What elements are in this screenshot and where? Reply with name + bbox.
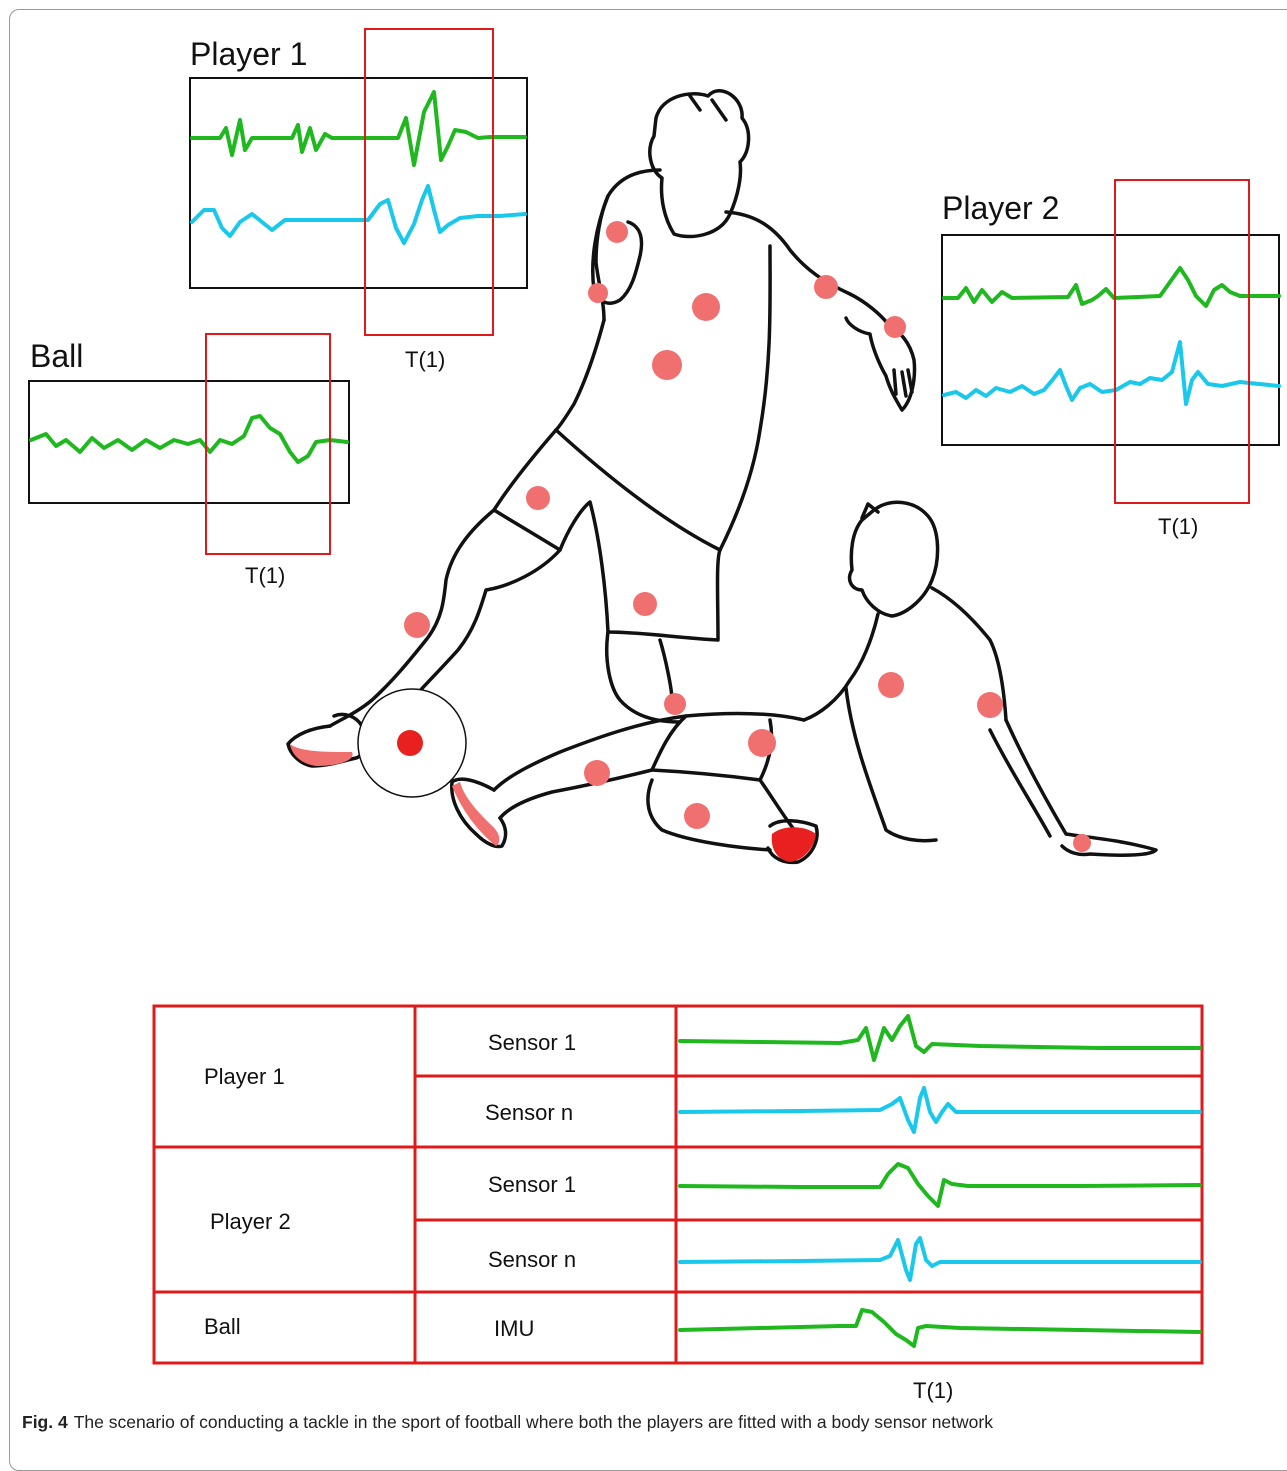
table-player1-sensor1-signal [680, 1016, 1200, 1060]
sensor-dot [652, 350, 682, 380]
player2-cyan-signal [944, 342, 1279, 404]
sensor-dot [633, 592, 657, 616]
table-sensor-label: Sensor 1 [488, 1172, 576, 1198]
sensor-dot [584, 760, 610, 786]
caption-text: The scenario of conducting a tackle in t… [74, 1412, 993, 1432]
sensor-dot [977, 692, 1003, 718]
sensor-dot [692, 293, 720, 321]
player1-signal-panel [190, 29, 527, 335]
sensor-dot [664, 693, 686, 715]
table-player1-sensorn-signal [680, 1088, 1200, 1132]
ball-green-signal [31, 416, 347, 462]
sensor-dot [684, 803, 710, 829]
sensor-dot [1073, 834, 1091, 852]
player1-cyan-signal [192, 186, 525, 243]
table-sensor-label: Sensor 1 [488, 1030, 576, 1056]
sensor-dot [814, 275, 838, 299]
sensor-dot [526, 486, 550, 510]
table-time-label: T(1) [913, 1378, 953, 1404]
sensor-dot [748, 729, 776, 757]
sensor-dot [404, 612, 430, 638]
table-player2-sensor1-signal [680, 1164, 1200, 1206]
sensor-dot [588, 283, 608, 303]
player1-green-signal [192, 92, 525, 165]
player2-signal-panel [942, 180, 1279, 503]
sensor-dot [878, 672, 904, 698]
table-sensor-label: Sensor n [485, 1100, 573, 1126]
sensor-dots [397, 221, 1091, 852]
figure-caption: Fig. 4 The scenario of conducting a tackl… [22, 1412, 993, 1433]
table-sensor-label: Sensor n [488, 1247, 576, 1273]
table-player2-sensorn-signal [680, 1238, 1200, 1280]
table-entity-ball: Ball [204, 1314, 241, 1340]
sensor-dot [884, 316, 906, 338]
table-entity-player1: Player 1 [204, 1064, 285, 1090]
player2-green-signal [944, 268, 1279, 306]
sensor-dot [606, 221, 628, 243]
table-entity-player2: Player 2 [210, 1209, 291, 1235]
table-ball-imu-signal [680, 1310, 1200, 1346]
sensor-dot-ball [397, 730, 423, 756]
caption-label: Fig. 4 [22, 1412, 68, 1432]
table-sensor-label: IMU [494, 1316, 534, 1342]
ball-signal-panel [29, 334, 349, 554]
table-signals [680, 1016, 1200, 1346]
